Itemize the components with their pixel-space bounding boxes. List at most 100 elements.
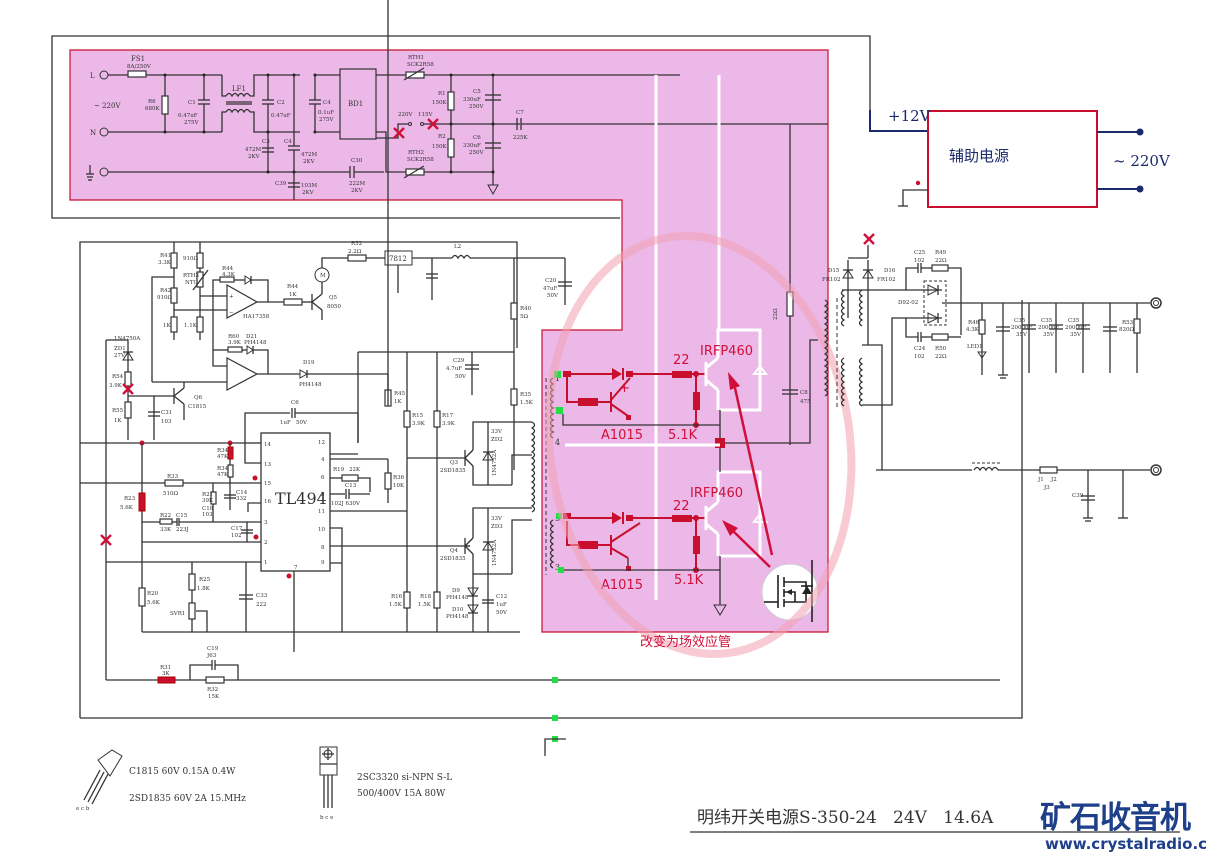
value-C14: 332 (236, 496, 247, 502)
label-LED: LED1 (967, 344, 983, 350)
label-mosfet-bot: IRFP460 (690, 486, 743, 501)
label-L2: L2 (454, 244, 461, 250)
watermark-logo: 矿石收音机 (1040, 800, 1191, 836)
to92-spec-1: C1815 60V 0.15A 0.4W (129, 767, 236, 777)
rating-C4: 275V (319, 117, 334, 123)
ground-icon (713, 604, 727, 616)
rating-C5: 250V (469, 104, 484, 110)
earth-icon (86, 165, 94, 181)
label-D19: D19 (303, 360, 315, 366)
label-ZD3: ZD3 (491, 524, 503, 530)
highlight-circle (544, 231, 856, 659)
value-C39: 103M (301, 183, 317, 189)
label-C2: C2 (277, 100, 285, 106)
terminal-ac-2 (1136, 185, 1144, 193)
label-pnp-bot: A1015 (601, 578, 643, 593)
label-R25: R25 (199, 577, 211, 583)
opamp-bottom (226, 357, 259, 391)
to220-spec-1: 2SC3320 si-NPN S-L (357, 773, 452, 783)
value-C5: 330uF (463, 97, 481, 103)
legend: e c b C1815 60V 0.15A 0.4W 2SD1835 60V 2… (76, 746, 1180, 833)
label-D15: D15 (828, 268, 840, 274)
value-RTH3: NTC (185, 280, 198, 286)
output-circuit: D15 FR102 D16 FR102 C25 102 R49 22Ω C24 … (822, 233, 1162, 522)
mosfet-modification: 1 2 4 5 3 + A1015 22 5.1K IRFP460 (544, 231, 856, 659)
value-R35: 1.5K (520, 400, 534, 406)
label-C29: C29 (453, 358, 465, 364)
value-C30: 222M (349, 181, 365, 187)
value-ZD2: 1N4752A (492, 449, 498, 476)
label-C35-3: C35 (1068, 318, 1080, 324)
terminal-ac-1 (1136, 128, 1144, 136)
value-R44a: 4.3K (222, 272, 236, 278)
pin-label: 3 (555, 563, 560, 572)
value-R23: 5.6K (120, 505, 134, 511)
value-R22: 33K (160, 527, 172, 533)
value-C18: 103 (202, 512, 213, 518)
label-R34b: R34 (217, 466, 229, 472)
label-12v: +12V (888, 107, 932, 125)
label-R35: R35 (520, 392, 532, 398)
label-R17: R17 (442, 413, 454, 419)
value-R2: 150K (432, 144, 447, 150)
label-R33: R33 (167, 474, 179, 480)
value-C19: J63 (206, 653, 217, 659)
label-ZD2: ZD2 (491, 437, 503, 443)
value-ZD3: 1N4752A (492, 539, 498, 566)
value-R60: 3.9K (228, 340, 242, 346)
pin-3: 3 (264, 520, 268, 526)
label-ZD1: ZD1 (114, 346, 126, 352)
value-D16: FR102 (877, 277, 895, 283)
pin-8: 8 (321, 545, 325, 551)
label-C25: C25 (914, 250, 926, 256)
watermark-url[interactable]: www.crystalradio.cn (1045, 835, 1208, 853)
ic-pins-left: 14 13 15 16 3 2 1 (264, 442, 271, 566)
removed-mark-icon (427, 118, 439, 130)
bridge-BD1 (339, 68, 377, 140)
label-gs-r-bot: 5.1K (674, 573, 704, 588)
pnp-marker: + (619, 381, 630, 396)
pin-12: 12 (318, 440, 325, 446)
value-C4: 0.1uF (318, 110, 334, 116)
value-C12: 1uF (496, 602, 507, 608)
label-R19: R19 (333, 467, 345, 473)
label-C13: C13 (345, 483, 357, 489)
ic-pins-right: 12 4 6 5 11 10 8 9 (318, 440, 325, 566)
label-Q3: Q3 (450, 460, 459, 466)
value-ZD1: 1N4750A (114, 336, 141, 342)
pin-label: 4 (555, 438, 560, 447)
label-R50: R50 (935, 346, 947, 352)
value-R19: 22K (349, 467, 361, 473)
opamp-top (226, 283, 259, 319)
pin-16: 16 (264, 499, 271, 505)
value-R32: 15K (208, 694, 220, 700)
value-C35-2: 2000uF (1038, 325, 1060, 331)
annotation-arrow-top (733, 387, 774, 556)
label-mosfet-top: IRFP460 (700, 344, 753, 359)
value-R34a: 47K (217, 454, 229, 460)
value-R41: 3.3K (158, 260, 172, 266)
fan-label: M (320, 273, 326, 279)
value-Q3: 2SD1835 (440, 468, 466, 474)
label-R41: R41 (160, 253, 171, 259)
label-R60: R60 (228, 334, 240, 340)
label-pnp-top: A1015 (601, 428, 643, 443)
value-FS1: 8A/250V (127, 64, 152, 70)
value-R-910: 910Ω (183, 256, 198, 262)
removed-mark-icon (100, 534, 112, 546)
led-icon (977, 351, 987, 359)
label-D10: D10 (452, 607, 464, 613)
value-C25: 102 (914, 258, 925, 264)
aux-power-box (927, 110, 1098, 208)
rating-C35-1: 35V (1016, 332, 1028, 338)
label-C33: C33 (256, 593, 268, 599)
gate-resistor-top (672, 371, 692, 378)
value-R34b: 47K (217, 472, 229, 478)
rating-C39: 2KV (302, 190, 315, 196)
value-C35-3: 2000uF (1065, 325, 1087, 331)
label-C4: C4 (323, 100, 331, 106)
value-C17: 102 (231, 533, 242, 539)
rating-C35-3: 35V (1070, 332, 1082, 338)
opamp-plus: + (229, 294, 234, 300)
